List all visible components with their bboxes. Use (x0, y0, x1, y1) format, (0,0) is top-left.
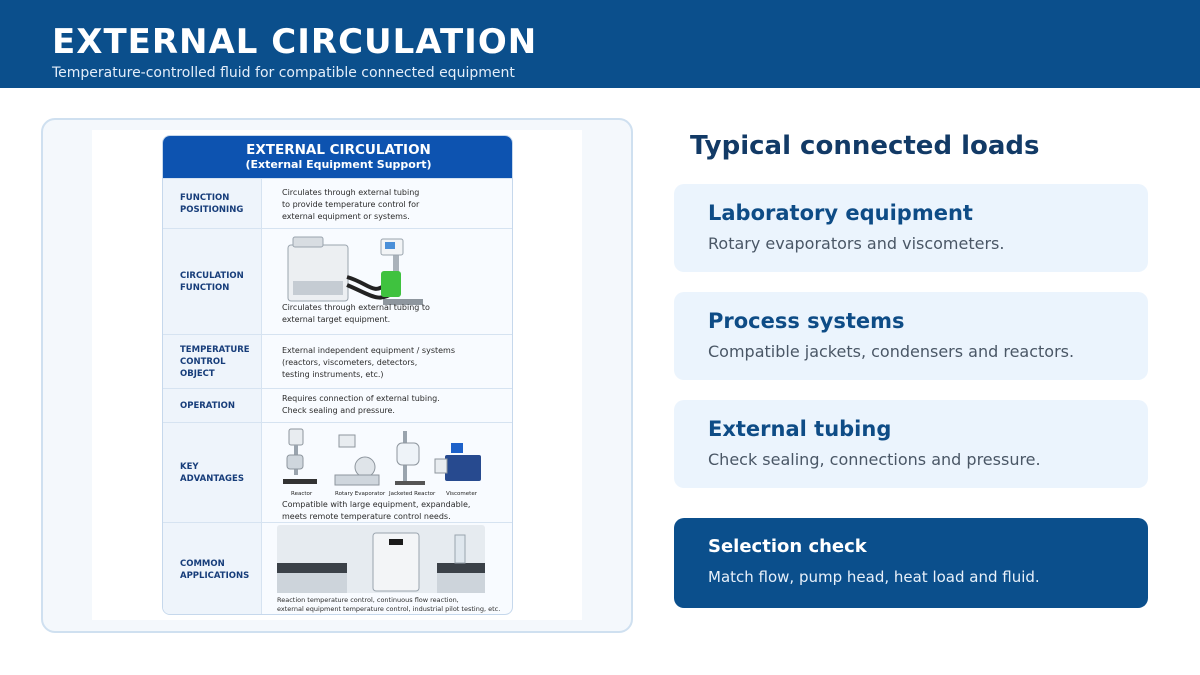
infographic-row-function-positioning: FUNCTION POSITIONING Circulates through … (163, 178, 512, 228)
device-caption: Reactor (291, 491, 313, 497)
load-card-description: Compatible jackets, condensers and react… (708, 342, 1075, 361)
infographic-row-key-advantages: KEY ADVANTAGES Reactor Rotary Evaporator… (163, 422, 512, 522)
device-caption: Rotary Evaporator (335, 491, 386, 497)
row-text: Circulates through external tubing to ex… (282, 303, 430, 324)
device-caption: Jacketed Reactor (389, 491, 436, 497)
load-card-title: Laboratory equipment (708, 201, 973, 225)
infographic-header: EXTERNAL CIRCULATION (External Equipment… (163, 136, 512, 178)
row-text: Circulates through external tubing to pr… (282, 188, 420, 221)
circulator-setup-illustration (287, 236, 423, 305)
row-text: Compatible with large equipment, expanda… (282, 500, 471, 521)
infographic-row-common-applications: COMMON APPLICATIONS Reaction temperature… (163, 522, 512, 614)
page-title: EXTERNAL CIRCULATION (52, 22, 538, 62)
load-card-title: Process systems (708, 309, 905, 333)
page-subtitle: Temperature-controlled fluid for compati… (52, 65, 515, 81)
row-label: FUNCTION POSITIONING (180, 192, 244, 215)
selection-check-description: Match flow, pump head, heat load and flu… (708, 568, 1040, 586)
infographic-row-circulation-function: CIRCULATION FUNCTION Circulates through … (163, 228, 512, 334)
load-card-external-tubing: External tubing Check sealing, connectio… (674, 400, 1148, 488)
infographic-row-operation: OPERATION Requires connection of externa… (163, 388, 512, 422)
header-bar: EXTERNAL CIRCULATION Temperature-control… (0, 0, 1200, 88)
infographic-frame: EXTERNAL CIRCULATION (External Equipment… (162, 135, 513, 615)
load-card-process-systems: Process systems Compatible jackets, cond… (674, 292, 1148, 380)
infographic-title: EXTERNAL CIRCULATION (246, 142, 431, 158)
row-text: External independent equipment / systems… (282, 346, 456, 379)
row-label: KEY ADVANTAGES (180, 461, 244, 484)
lab-photo (277, 525, 485, 593)
equipment-illustrations (283, 428, 481, 486)
row-label: TEMPERATURE CONTROL OBJECT (180, 344, 250, 379)
selection-check-callout: Selection check Match flow, pump head, h… (674, 518, 1148, 608)
infographic-image: EXTERNAL CIRCULATION (External Equipment… (92, 130, 582, 620)
load-card-laboratory-equipment: Laboratory equipment Rotary evaporators … (674, 184, 1148, 272)
load-card-description: Check sealing, connections and pressure. (708, 450, 1041, 469)
loads-heading: Typical connected loads (690, 131, 1040, 161)
device-caption: Viscometer (446, 491, 477, 497)
selection-check-title: Selection check (708, 536, 867, 557)
row-label: COMMON APPLICATIONS (180, 558, 250, 581)
row-label: OPERATION (180, 400, 236, 411)
infographic-subtitle: (External Equipment Support) (245, 158, 432, 171)
load-card-description: Rotary evaporators and viscometers. (708, 234, 1005, 253)
row-text: Reaction temperature control, continuous… (277, 596, 501, 613)
load-card-title: External tubing (708, 417, 892, 441)
row-text: Requires connection of external tubing. … (282, 394, 440, 415)
infographic-row-temperature-control-object: TEMPERATURE CONTROL OBJECT External inde… (163, 334, 512, 388)
row-label: CIRCULATION FUNCTION (180, 270, 244, 293)
